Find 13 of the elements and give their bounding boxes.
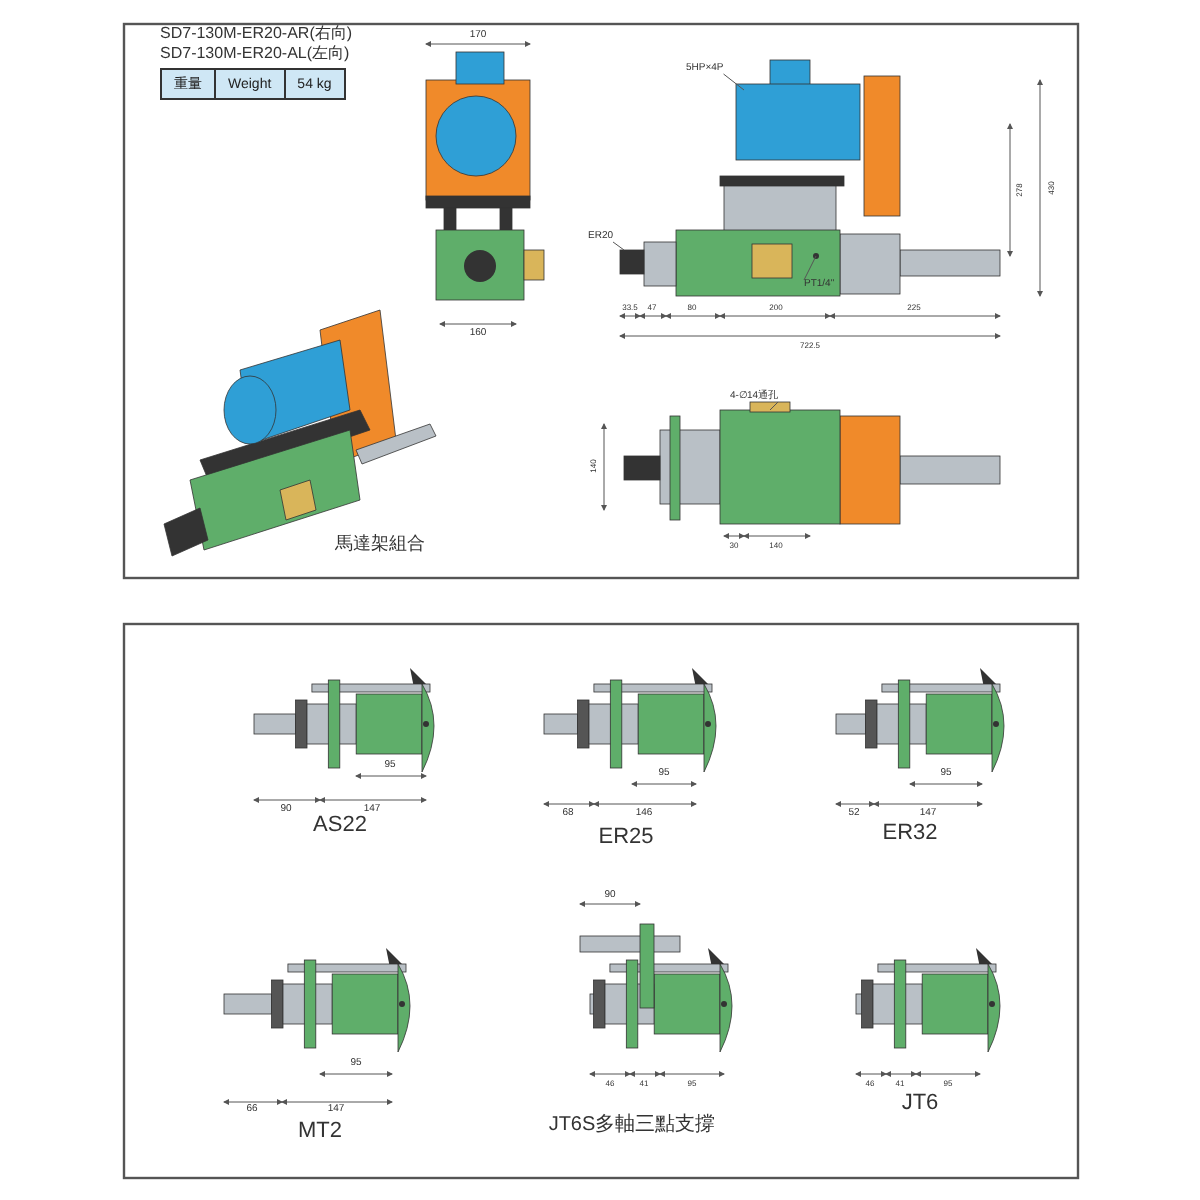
variant-caption: MT2	[298, 1121, 342, 1143]
variant-caption: ER25	[598, 827, 654, 849]
leader-line	[612, 241, 625, 251]
leader-line	[803, 255, 817, 281]
leader-line	[769, 401, 779, 411]
model-number: SD7-130M-ER20-AR(右向)	[160, 26, 353, 42]
variant-caption: JT6	[901, 1093, 939, 1115]
variant-caption: JT6S多軸三點支撐	[548, 1116, 716, 1136]
variant-caption: ER32	[882, 823, 938, 845]
variant-caption: AS22	[313, 815, 367, 837]
leader-line	[723, 73, 745, 91]
model-number: SD7-130M-ER20-AL(左向)	[160, 46, 350, 62]
view-caption: 馬達架組合	[335, 535, 425, 553]
